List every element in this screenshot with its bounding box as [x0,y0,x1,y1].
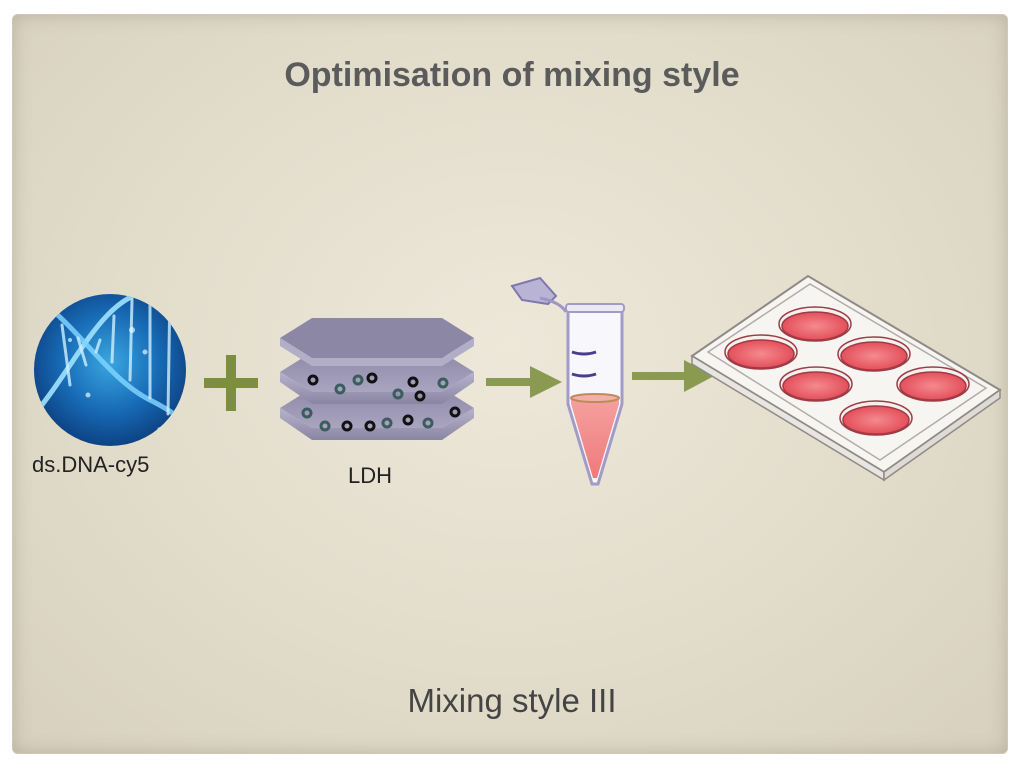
well [837,336,911,372]
arrow-icon [632,360,714,392]
mixing-style-label: Mixing style III [407,682,617,719]
well [839,400,913,436]
dna-image [34,294,186,446]
arrow-icon [486,366,562,398]
slide-title: Optimisation of mixing style [284,56,740,94]
six-well-plate [690,274,1002,482]
microcentrifuge-tube [510,276,625,486]
plus-icon [204,355,258,411]
ldh-label: LDH [348,463,393,488]
well [779,366,853,402]
well [778,306,852,342]
dna-label: ds.DNA-cy5 [32,452,150,477]
well [724,334,798,370]
ldh-hexagon-stack [280,318,474,440]
well [896,366,970,402]
